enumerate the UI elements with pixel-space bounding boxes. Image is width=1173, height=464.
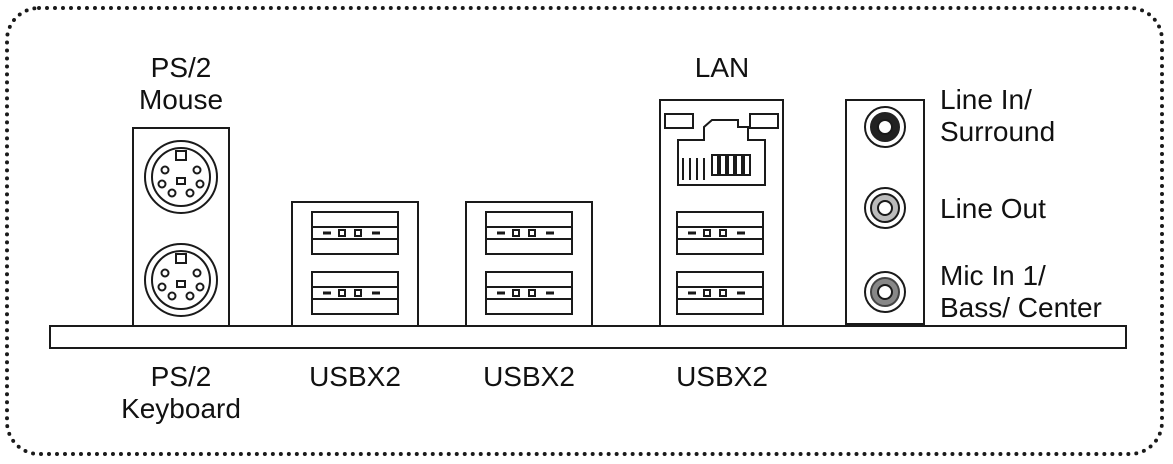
mic-in-jack-icon xyxy=(864,271,906,313)
panel-border xyxy=(5,6,1164,456)
mic-in-label: Mic In 1/ Bass/ Center xyxy=(940,260,1102,324)
line-in-jack-icon xyxy=(864,106,906,148)
ps2-port-block xyxy=(132,127,230,327)
ps2-mouse-label-line1: PS/2 xyxy=(150,52,212,83)
rj45-lan-port-icon xyxy=(664,113,779,186)
usb-block-2 xyxy=(465,201,593,327)
usb-port-icon xyxy=(485,211,573,255)
ps2-keyboard-port-icon xyxy=(144,243,218,317)
line-in-label-line2: Surround xyxy=(940,116,1056,147)
io-shield-base-bar xyxy=(49,325,1127,349)
mic-in-label-line2: Bass/ Center xyxy=(940,292,1102,323)
usb-block-1-label: USBX2 xyxy=(309,361,401,392)
ps2-keyboard-label: PS/2 Keyboard xyxy=(108,361,254,425)
ps2-mouse-port-icon xyxy=(144,140,218,214)
usb-port-icon xyxy=(311,211,399,255)
mic-in-label-line1: Mic In 1/ xyxy=(940,260,1046,291)
ps2-mouse-label-line2: Mouse xyxy=(138,84,224,115)
ps2-mouse-label: PS/2 Mouse xyxy=(118,52,244,116)
usb-block-3-label: USBX2 xyxy=(676,361,768,392)
usb-block-1 xyxy=(291,201,419,327)
lan-label: LAN xyxy=(694,52,750,83)
ps2-keyboard-label-line1: PS/2 xyxy=(150,361,212,392)
line-out-label: Line Out xyxy=(940,193,1046,224)
line-in-label: Line In/ Surround xyxy=(940,84,1055,148)
line-out-jack-icon xyxy=(864,187,906,229)
usb-port-icon xyxy=(676,271,764,315)
usb-port-icon xyxy=(311,271,399,315)
audio-jack-block xyxy=(845,99,925,325)
ps2-keyboard-label-line2: Keyboard xyxy=(121,393,241,424)
usb-block-2-label: USBX2 xyxy=(483,361,575,392)
lan-usb-block xyxy=(659,99,784,327)
usb-port-icon xyxy=(485,271,573,315)
line-in-label-line1: Line In/ xyxy=(940,84,1032,115)
usb-port-icon xyxy=(676,211,764,255)
